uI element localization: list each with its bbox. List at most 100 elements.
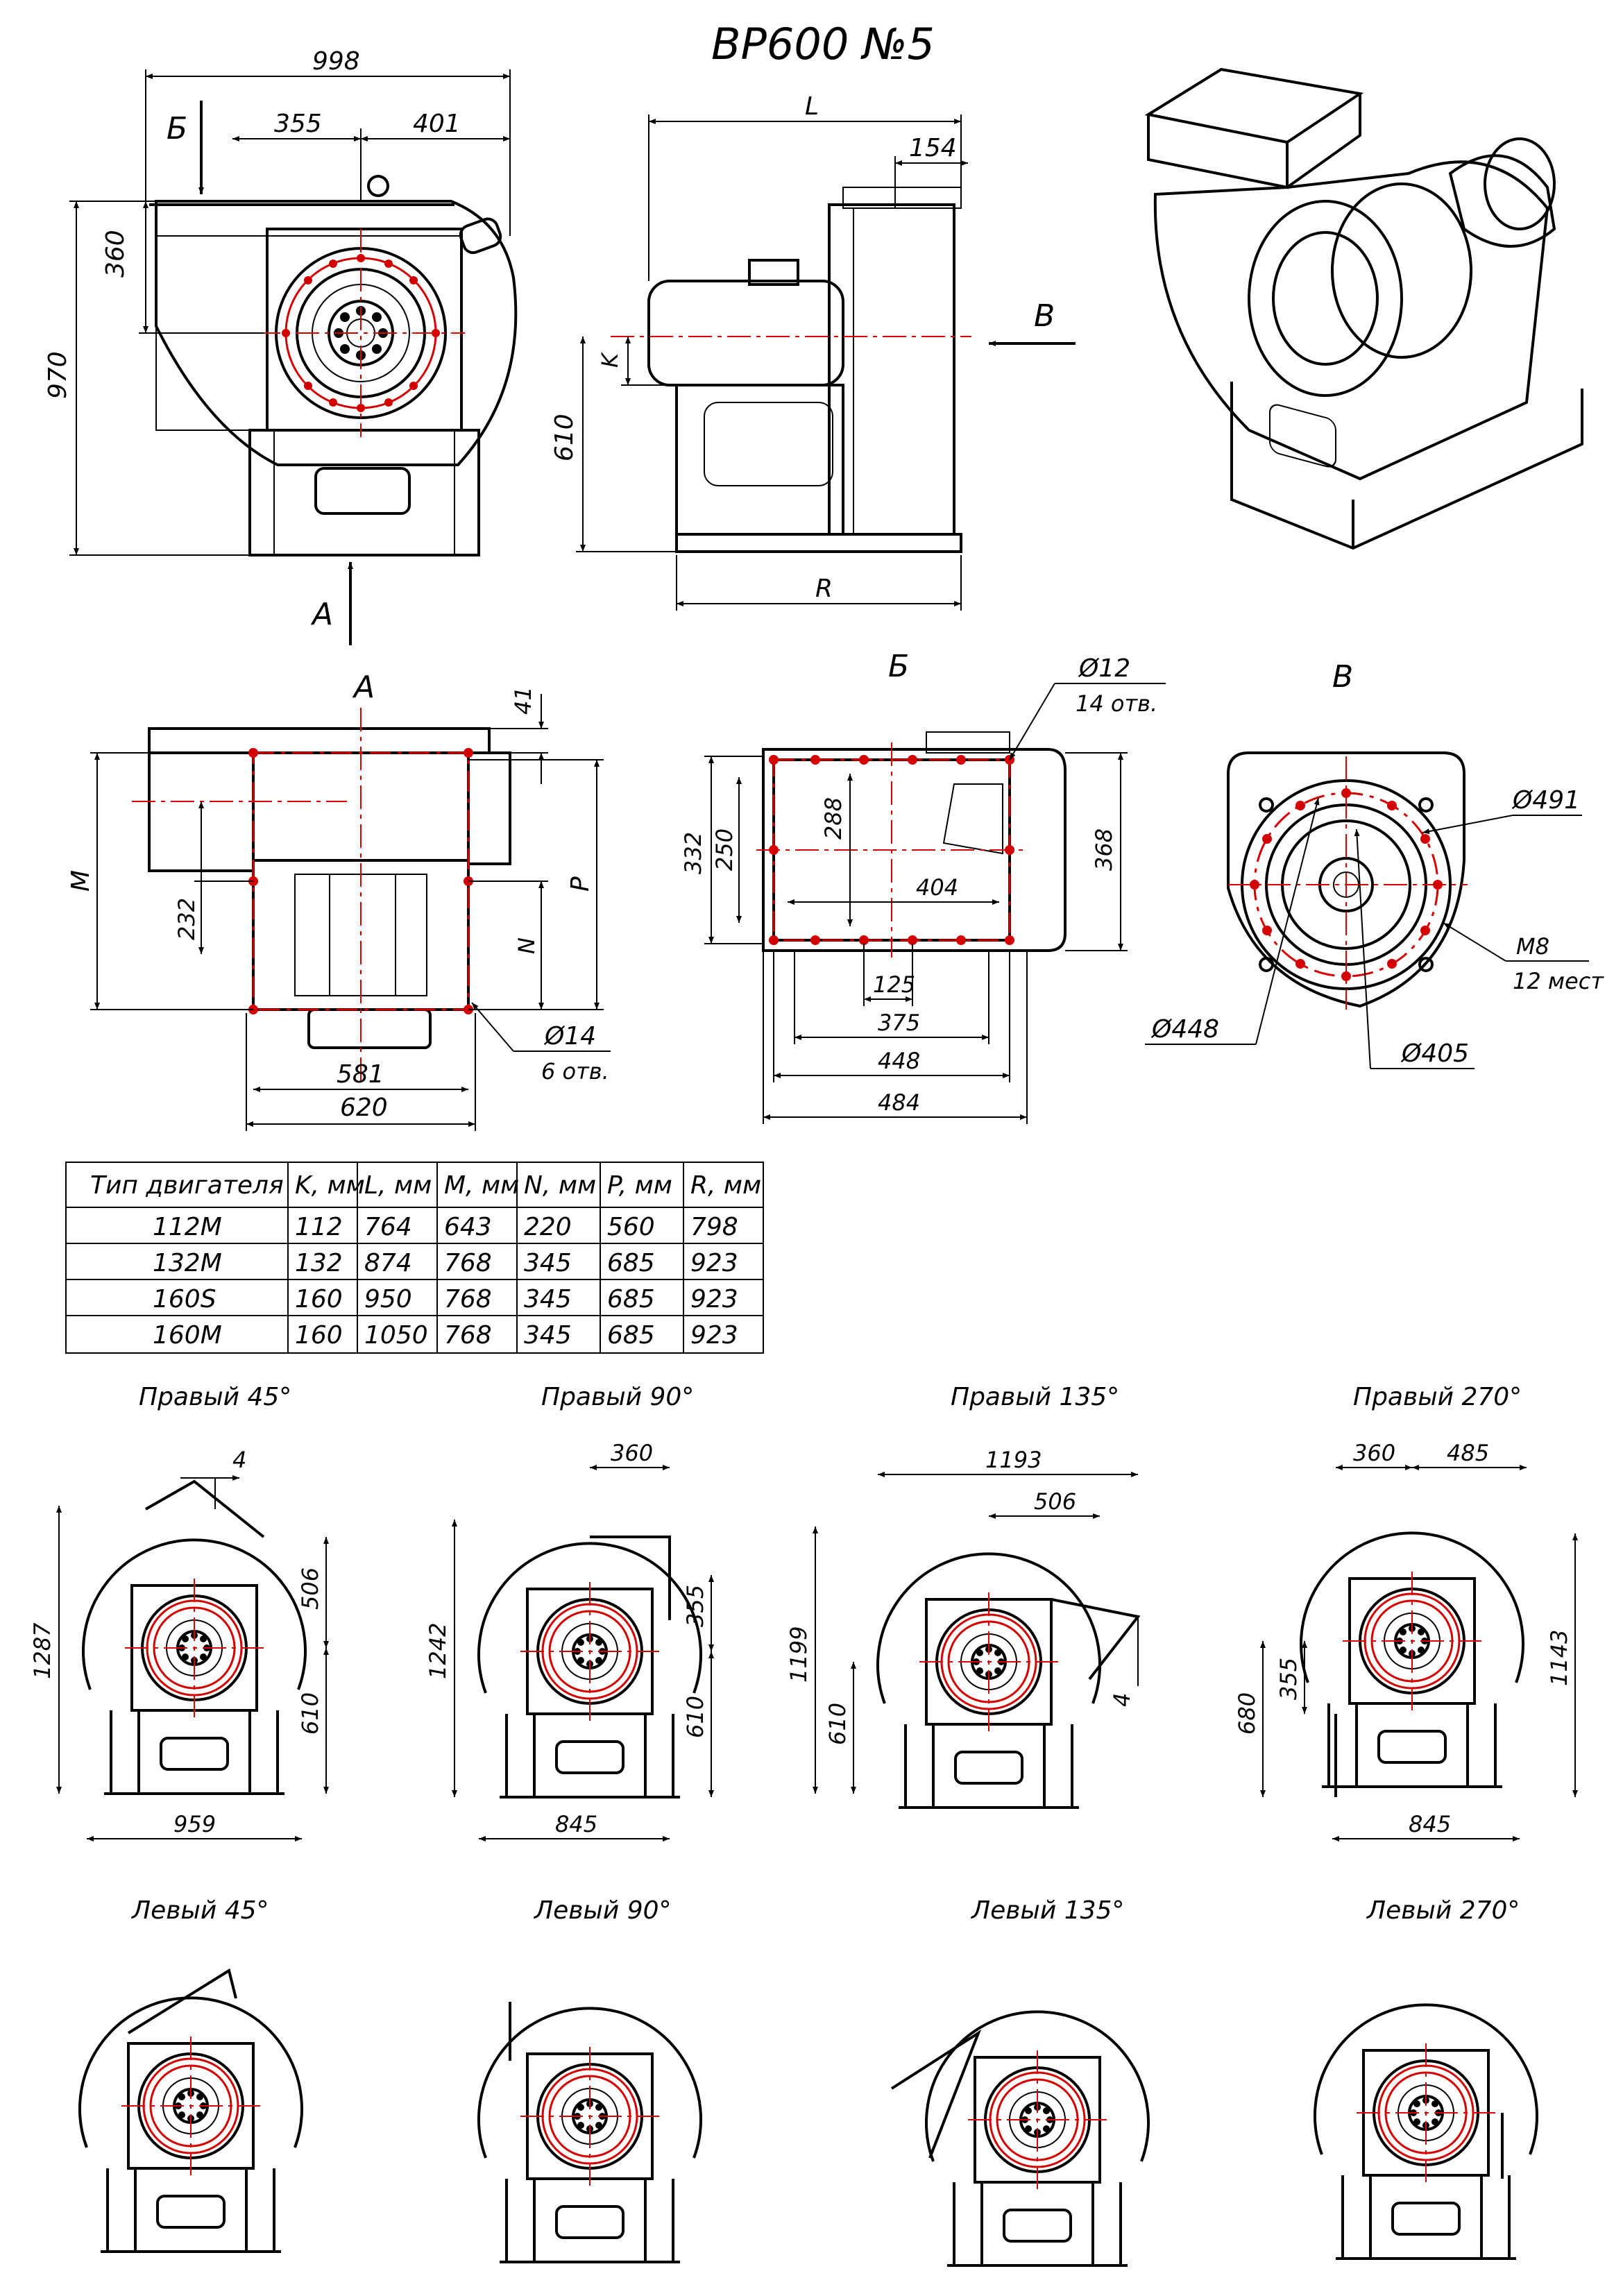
- position-label: Левый 135°: [970, 1896, 1124, 1925]
- dim: 610: [297, 1692, 323, 1735]
- table-cell: 220: [524, 1213, 572, 1241]
- table-cell: 923: [690, 1285, 738, 1313]
- dim-41: 41: [510, 686, 536, 715]
- dim-375: 375: [878, 1010, 920, 1036]
- position-label: Правый 270°: [1353, 1383, 1522, 1411]
- table-cell: 132: [295, 1249, 343, 1277]
- table-cell: 132M: [153, 1249, 222, 1277]
- position-right-135: Правый 135° 1193 506 1199 610 4: [785, 1383, 1141, 1809]
- table-cell: 1050: [364, 1321, 428, 1350]
- dim-581: 581: [337, 1060, 384, 1089]
- table-header: R, мм: [690, 1171, 761, 1200]
- table-header: K, мм: [295, 1171, 365, 1200]
- dim: 355: [1275, 1658, 1302, 1700]
- dim: 360: [1353, 1440, 1395, 1466]
- dim: 610: [824, 1703, 851, 1745]
- table-cell: 112: [295, 1213, 343, 1241]
- table-header: P, мм: [607, 1171, 672, 1200]
- dim: 610: [682, 1696, 708, 1738]
- table-cell: 112M: [153, 1213, 222, 1241]
- dim-610: 610: [550, 414, 579, 461]
- position-left-135: Левый 135°: [890, 1896, 1150, 2267]
- dim-P: P: [566, 876, 595, 892]
- dim: 1193: [985, 1447, 1042, 1473]
- dim: 506: [1034, 1488, 1076, 1515]
- position-label: Правый 45°: [139, 1383, 291, 1411]
- front-view: [149, 175, 518, 556]
- dim-355: 355: [274, 110, 322, 138]
- dim: 1143: [1546, 1630, 1572, 1686]
- hole-count-a: 6 отв.: [541, 1058, 609, 1085]
- dim-491: Ø491: [1511, 786, 1580, 815]
- side-view: [611, 187, 971, 553]
- dim-L: L: [805, 92, 819, 121]
- table-cell: 768: [444, 1249, 492, 1277]
- table-header: L, мм: [364, 1171, 432, 1200]
- table-cell: 160S: [153, 1285, 216, 1313]
- table-cell: 345: [524, 1321, 572, 1350]
- dim: 355: [682, 1585, 708, 1627]
- table-cell: 950: [364, 1285, 412, 1313]
- dim-R: R: [815, 575, 833, 603]
- dim-970: 970: [44, 351, 72, 399]
- table-header: Тип двигателя: [90, 1171, 284, 1200]
- hole-count-b: 14 отв.: [1076, 690, 1157, 717]
- dim-154: 154: [909, 134, 957, 162]
- table-cell: 345: [524, 1285, 572, 1313]
- view-b-label: Б: [888, 649, 909, 684]
- dim-232: 232: [173, 898, 200, 940]
- dim-404: 404: [916, 874, 958, 901]
- view-v-dimensions: Ø491 M8 12 мест Ø448 Ø405: [1145, 786, 1604, 1069]
- dim: 1242: [425, 1623, 451, 1679]
- position-left-270: Левый 270°: [1314, 1896, 1538, 2260]
- dim-288: 288: [820, 797, 847, 840]
- table-cell: 923: [690, 1321, 738, 1350]
- dim-360: 360: [101, 230, 130, 278]
- arrow-label-a: А: [310, 597, 333, 632]
- dim-998: 998: [312, 47, 360, 76]
- position-label: Левый 270°: [1366, 1896, 1520, 1925]
- dim-125: 125: [873, 971, 915, 998]
- dim-368: 368: [1091, 828, 1117, 871]
- dim-hole-14: Ø14: [543, 1022, 596, 1051]
- position-right-90: Правый 90° 360 355 1242 610 845: [425, 1383, 714, 1842]
- table-header: M, мм: [444, 1171, 519, 1200]
- side-view-dimensions: L 154 K 610 R В: [550, 92, 1076, 611]
- dim: 506: [297, 1567, 323, 1610]
- view-a: А: [132, 670, 511, 1082]
- position-label: Правый 90°: [541, 1383, 694, 1411]
- motor-table: Тип двигателя K, мм L, мм M, мм N, мм P,…: [65, 1162, 764, 1354]
- dim: 1287: [29, 1622, 56, 1679]
- view-b: Б: [756, 649, 1067, 958]
- dim: 845: [555, 1811, 597, 1837]
- dim: 680: [1234, 1692, 1260, 1735]
- drawing-title: ВР600 №5: [711, 19, 935, 69]
- position-left-45: Левый 45°: [78, 1896, 304, 2253]
- table-cell: 345: [524, 1249, 572, 1277]
- table-cell: 768: [444, 1285, 492, 1313]
- dim-N: N: [513, 937, 540, 954]
- dim-hole-12: Ø12: [1078, 654, 1130, 683]
- table-cell: 685: [607, 1285, 655, 1313]
- dim: 4: [1109, 1693, 1135, 1707]
- isometric-view: [1144, 67, 1583, 550]
- table-cell: 160: [295, 1285, 343, 1313]
- arrow-label-v: В: [1034, 298, 1055, 334]
- view-a-dimensions: 41 M P N 232 Ø14 6 отв. 581 620: [67, 686, 611, 1131]
- table-cell: 560: [607, 1213, 655, 1241]
- view-v: В: [1227, 659, 1468, 1010]
- dim-401: 401: [413, 110, 461, 138]
- arrow-label-b: Б: [167, 111, 187, 146]
- dim: 485: [1447, 1440, 1489, 1466]
- table-cell: 798: [690, 1213, 738, 1241]
- dim: 845: [1409, 1811, 1451, 1837]
- table-cell: 923: [690, 1249, 738, 1277]
- table-cell: 768: [444, 1321, 492, 1350]
- dim: 4: [232, 1447, 246, 1473]
- table-cell: 160: [295, 1321, 343, 1350]
- position-left-90: Левый 90°: [477, 1896, 702, 2263]
- dim: 1199: [785, 1626, 812, 1683]
- position-right-45: Правый 45° 4 506 1287 610 959: [29, 1383, 329, 1842]
- front-view-dimensions: 998 355 401 360 970 Б А: [44, 47, 511, 645]
